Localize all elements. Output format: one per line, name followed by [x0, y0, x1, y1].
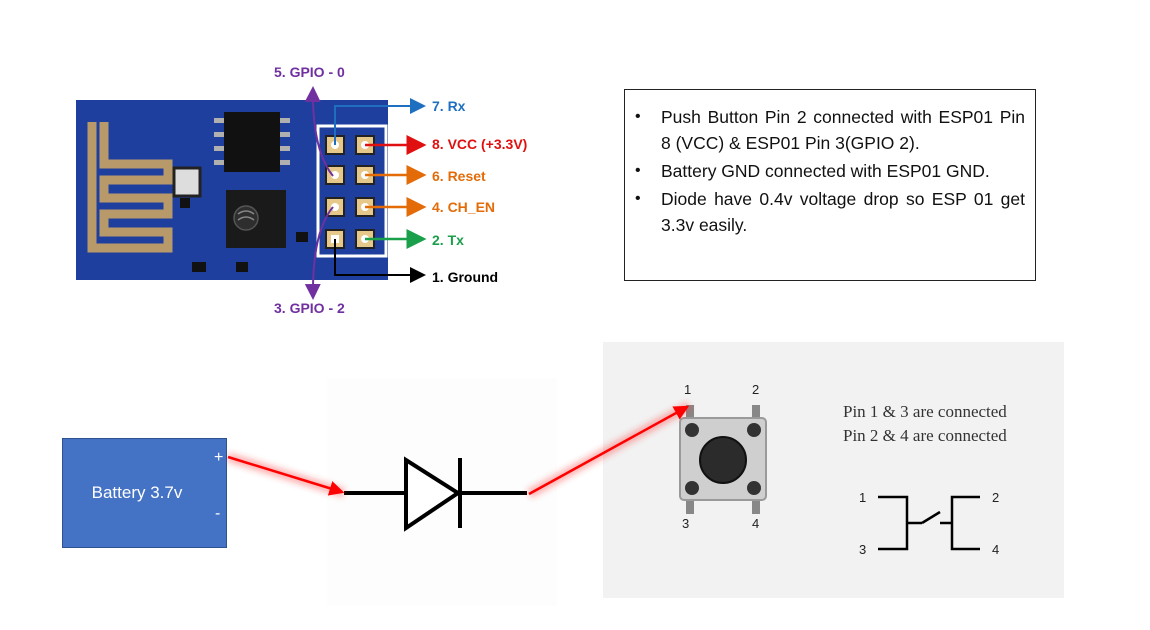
battery-minus-terminal: - — [215, 505, 221, 522]
antenna-trace — [87, 122, 173, 253]
button-pin-1-label: 1 — [684, 382, 691, 397]
pin-header — [316, 124, 388, 258]
gpio0-leader — [304, 86, 334, 177]
espressif-logo-icon — [233, 205, 259, 231]
notes-box: Push Button Pin 2 connected with ESP01 P… — [624, 89, 1036, 281]
diode-symbol — [344, 456, 527, 532]
button-pin-4-label: 4 — [752, 516, 759, 531]
pin-label-reset: 6. Reset — [432, 168, 486, 184]
ground-leader — [334, 239, 426, 283]
note-item: Push Button Pin 2 connected with ESP01 P… — [635, 104, 1025, 156]
note-item: Battery GND connected with ESP01 GND. — [635, 158, 1025, 184]
notes-list: Push Button Pin 2 connected with ESP01 P… — [625, 90, 1035, 238]
note-item: Diode have 0.4v voltage drop so ESP 01 g… — [635, 186, 1025, 238]
pin-note-line2: Pin 2 & 4 are connected — [843, 426, 1007, 445]
pin-label-gpio0: 5. GPIO - 0 — [274, 64, 345, 80]
symbol-pin-4-label: 4 — [992, 542, 999, 557]
battery-plus-terminal: + — [214, 449, 224, 466]
button-pin-3-label: 3 — [682, 516, 689, 531]
pin-label-ground: 1. Ground — [432, 269, 498, 285]
flash-chip — [224, 112, 280, 172]
pin-label-tx: 2. Tx — [432, 232, 464, 248]
push-button-component — [679, 405, 767, 514]
button-pin-2-label: 2 — [752, 382, 759, 397]
symbol-pin-2-label: 2 — [992, 490, 999, 505]
button-cap — [699, 436, 747, 484]
esp01-board — [76, 100, 388, 280]
pin-leaders — [304, 86, 427, 300]
wire-battery-to-diode — [226, 452, 346, 498]
led-component — [172, 166, 202, 198]
pin-label-vcc: 8. VCC (+3.3V) — [432, 136, 527, 152]
symbol-pin-3-label: 3 — [859, 542, 866, 557]
pin-label-ch-en: 4. CH_EN — [432, 199, 495, 215]
battery-label: Battery 3.7v — [91, 483, 183, 502]
pin-note-line1: Pin 1 & 3 are connected — [843, 402, 1007, 421]
wire-diode-to-button — [526, 401, 692, 499]
gpio2-leader — [304, 206, 334, 300]
pin-label-gpio2: 3. GPIO - 2 — [274, 300, 345, 316]
battery-block: Battery 3.7v + - — [62, 438, 227, 548]
symbol-pin-1-label: 1 — [859, 490, 866, 505]
switch-schematic-symbol — [878, 495, 980, 551]
pin-label-rx: 7. Rx — [432, 98, 466, 114]
rx-leader — [334, 98, 426, 145]
